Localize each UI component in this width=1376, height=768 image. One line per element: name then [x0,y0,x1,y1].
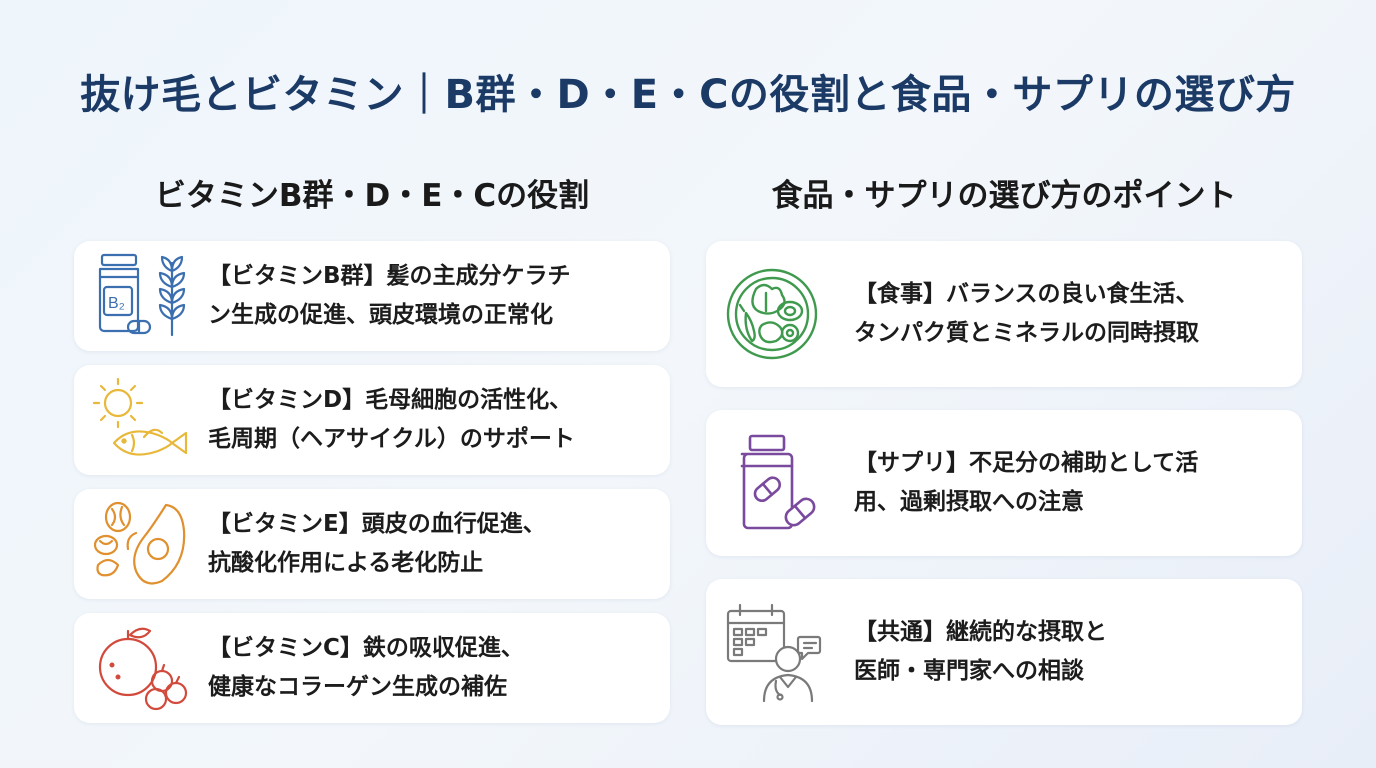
card-text: 【ビタミンD】毛母細胞の活性化、 毛周期（ヘアサイクル）のサポート [208,387,575,452]
pill-bottle-icon [722,428,822,538]
card-vitamin-b: B₂ 【ビタミンB群】髪の主成分ケラチ ン生成の促進、頭皮環境の正常化 [74,241,670,351]
supplement-bottle-wheat-icon: B₂ [92,251,192,341]
card-text: 【ビタミンB群】髪の主成分ケラチ ン生成の促進、頭皮環境の正常化 [208,263,571,328]
page-title: 抜け毛とビタミン｜B群・D・E・Cの役割と食品・サプリの選び方 [80,72,1296,118]
left-column-heading: ビタミンB群・D・E・Cの役割 [154,178,590,214]
card-text: 【共通】継続的な摂取と 医師・専門家への相談 [854,619,1107,684]
right-column-heading: 食品・サプリの選び方のポイント [771,178,1237,214]
sun-fish-icon [92,375,192,465]
card-vitamin-d: 【ビタミンD】毛母細胞の活性化、 毛周期（ヘアサイクル）のサポート [74,365,670,475]
card-text: 【ビタミンC】鉄の吸収促進、 健康なコラーゲン生成の補佐 [208,635,524,700]
nuts-avocado-icon [92,499,192,589]
card-supplement: 【サプリ】不足分の補助として活 用、過剰摂取への注意 [706,410,1302,556]
card-diet: 【食事】バランスの良い食生活、 タンパク質とミネラルの同時摂取 [706,241,1302,387]
orange-berries-icon [92,623,192,713]
calendar-doctor-icon [722,597,822,707]
card-text: 【食事】バランスの良い食生活、 タンパク質とミネラルの同時摂取 [854,281,1199,346]
svg-text:B₂: B₂ [108,295,125,312]
card-text: 【ビタミンE】頭皮の血行促進、 抗酸化作用による老化防止 [208,511,546,576]
card-common: 【共通】継続的な摂取と 医師・専門家への相談 [706,579,1302,725]
card-vitamin-e: 【ビタミンE】頭皮の血行促進、 抗酸化作用による老化防止 [74,489,670,599]
card-text: 【サプリ】不足分の補助として活 用、過剰摂取への注意 [854,450,1199,515]
food-plate-icon [722,259,822,369]
card-vitamin-c: 【ビタミンC】鉄の吸収促進、 健康なコラーゲン生成の補佐 [74,613,670,723]
